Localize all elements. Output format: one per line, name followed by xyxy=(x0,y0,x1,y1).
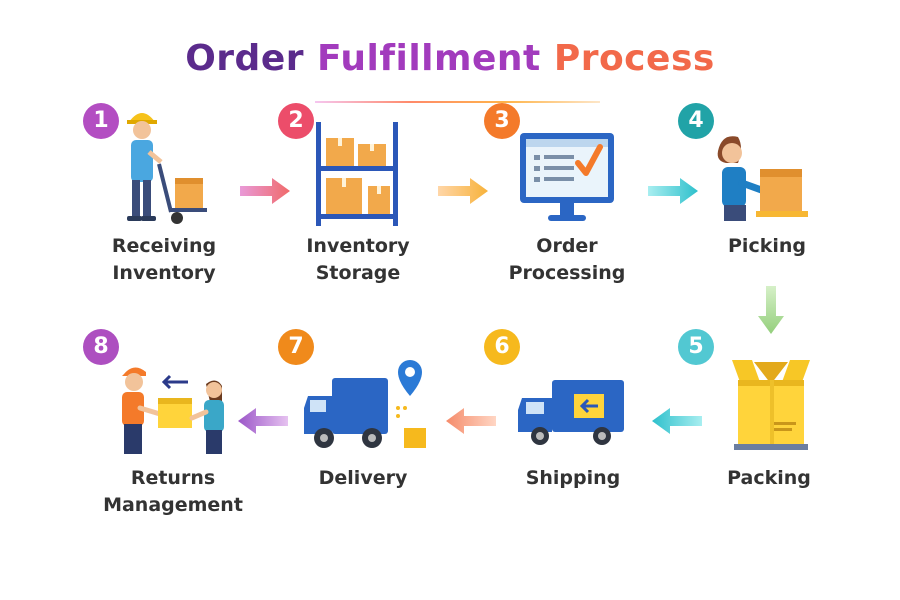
step-8-badge: 8 xyxy=(83,329,119,365)
step-1-label-line2: Inventory xyxy=(112,262,216,284)
diagram-title: Order Fulfillment Process xyxy=(0,38,900,79)
step-7-label-line1: Delivery xyxy=(318,467,408,489)
step-7-badge: 7 xyxy=(278,329,314,365)
step-4-label-line1: Picking xyxy=(728,235,806,257)
arrow-2-to-3 xyxy=(438,178,488,204)
return-handover-icon xyxy=(122,367,224,454)
person-carrying-box-icon xyxy=(717,136,808,221)
arrow-6-to-7 xyxy=(446,408,496,434)
step-5-badge: 5 xyxy=(678,329,714,365)
step-8-label-line1: Returns xyxy=(130,467,216,489)
storage-shelf-icon xyxy=(316,122,398,226)
step-1-badge: 1 xyxy=(83,103,119,139)
step-6-label-line1: Shipping xyxy=(525,467,621,489)
step-3-label-line2: Processing xyxy=(508,262,626,284)
delivery-truck-icon xyxy=(518,380,624,445)
step-6-label: Shipping xyxy=(488,465,658,492)
step-8-label-line2: Management xyxy=(103,494,243,516)
arrow-5-to-6 xyxy=(652,408,702,434)
truck-location-pin-icon xyxy=(304,360,426,448)
step-3-label-line1: Order xyxy=(536,235,598,257)
step-3-label: Order Processing xyxy=(482,233,652,287)
step-3-badge: 3 xyxy=(484,103,520,139)
step-8-label: Returns Management xyxy=(88,465,258,519)
step-4-badge: 4 xyxy=(678,103,714,139)
worker-hand-truck-icon xyxy=(127,113,207,224)
step-2-badge: 2 xyxy=(278,103,314,139)
step-2-label-line1: Inventory xyxy=(306,235,410,257)
step-2-label-line2: Storage xyxy=(315,262,401,284)
title-word-order: Order xyxy=(185,38,304,79)
step-1-label: Receiving Inventory xyxy=(79,233,249,287)
step-1-label-line1: Receiving xyxy=(111,235,217,257)
title-word-fulfillment: Fulfillment xyxy=(317,38,541,79)
monitor-checklist-icon xyxy=(520,133,614,221)
step-2-label: Inventory Storage xyxy=(273,233,443,287)
step-4-label: Picking xyxy=(682,233,852,260)
step-5-label: Packing xyxy=(684,465,854,492)
title-word-process: Process xyxy=(553,38,715,79)
arrow-4-to-5 xyxy=(758,286,784,334)
step-6-badge: 6 xyxy=(484,329,520,365)
arrow-3-to-4 xyxy=(648,178,698,204)
arrow-7-to-8 xyxy=(238,408,288,434)
step-5-label-line1: Packing xyxy=(727,467,811,489)
open-box-icon xyxy=(732,360,810,450)
step-7-label: Delivery xyxy=(278,465,448,492)
title-underline xyxy=(315,101,600,103)
arrow-1-to-2 xyxy=(240,178,290,204)
